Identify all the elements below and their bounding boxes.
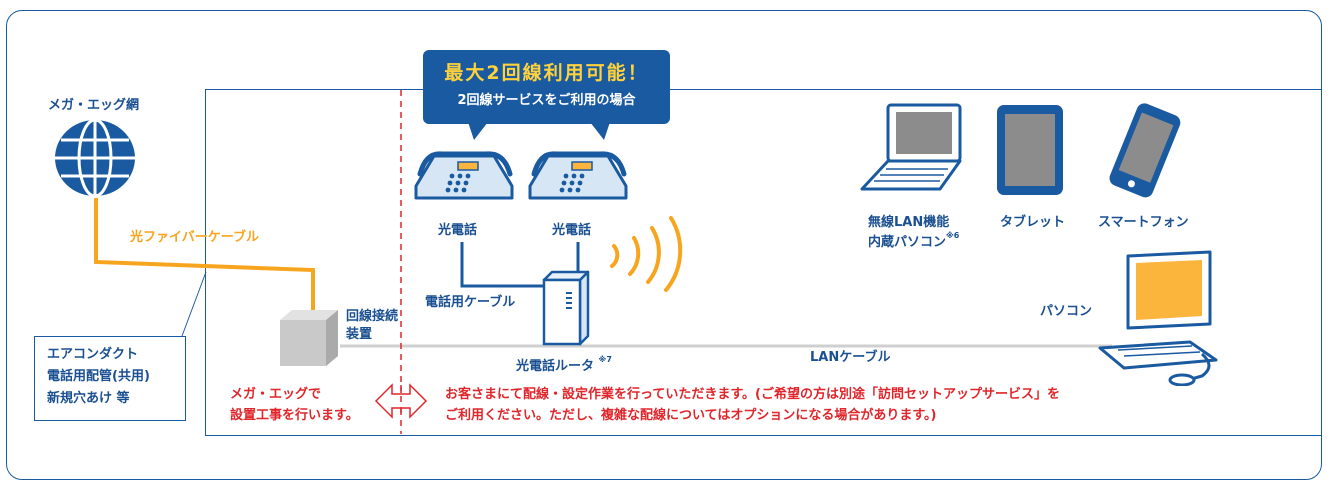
- wifi-signal-icon: [610, 216, 683, 292]
- desktop-pc-icon: [1098, 250, 1218, 386]
- telephone-icon: [414, 151, 514, 200]
- note-line: 新規穴あけ 等: [47, 391, 130, 406]
- pc-label: パソコン: [1040, 304, 1093, 319]
- phone-label-2: 光電話: [552, 223, 592, 238]
- laptop-label-1: 無線LAN機能: [868, 215, 950, 230]
- laptop-icon: [860, 103, 962, 191]
- tablet-icon: [997, 105, 1063, 195]
- network-label: メガ・エッグ網: [48, 98, 140, 113]
- installer-note-1: メガ・エッグで: [230, 387, 322, 402]
- customer-note-2: ご利用ください。ただし、複雑な配線についてはオプションになる場合があります。): [445, 408, 937, 423]
- callout-box: 最大2回線利用可能！ 2回線サービスをご利用の場合: [423, 50, 670, 124]
- laptop-label-2: 内蔵パソコン※6: [868, 231, 959, 250]
- telephone-icon: [528, 151, 628, 200]
- onu-device-icon: [280, 310, 338, 366]
- onu-label-2: 装置: [346, 327, 373, 342]
- callout-pointers: [468, 122, 610, 140]
- onu-label-1: 回線接続: [346, 309, 399, 324]
- phone-label-1: 光電話: [438, 223, 478, 238]
- callout-subtitle: 2回線サービスをご利用の場合: [457, 93, 636, 108]
- fiber-label: 光ファイバーケーブル: [130, 230, 259, 245]
- router-name: 光電話ルータ: [516, 359, 595, 374]
- smartphone-label: スマートフォン: [1098, 215, 1189, 230]
- tablet-label: タブレット: [1000, 215, 1066, 230]
- phone-cable-line: [460, 242, 549, 288]
- laptop-label-text: 内蔵パソコン: [868, 235, 947, 250]
- callout-title: 最大2回線利用可能！: [444, 62, 649, 84]
- installer-note-2: 設置工事を行います。: [230, 408, 359, 423]
- note-leader-line: [181, 271, 207, 337]
- globe-icon: [55, 118, 135, 198]
- fiber-cable-line: [94, 198, 315, 316]
- customer-note-1: お客さまにて配線・設定作業を行っていただきます。(ご希望の方は別途「訪問セットア…: [445, 387, 1060, 402]
- router-label: 光電話ルータ ※7: [516, 355, 612, 374]
- home-area-frame: [205, 89, 1322, 436]
- smartphone-icon: [1109, 103, 1181, 198]
- lan-cable-label: LANケーブル: [810, 350, 891, 365]
- phone-cable-label: 電話用ケーブル: [425, 295, 516, 310]
- note-line: 電話用配管(共用): [47, 369, 150, 384]
- router-icon: [542, 270, 590, 346]
- router-note: ※7: [598, 355, 612, 364]
- note-line: エアコンダクト: [47, 347, 139, 362]
- note-box: エアコンダクト 電話用配管(共用) 新規穴あけ 等: [34, 336, 186, 421]
- laptop-note: ※6: [946, 231, 960, 240]
